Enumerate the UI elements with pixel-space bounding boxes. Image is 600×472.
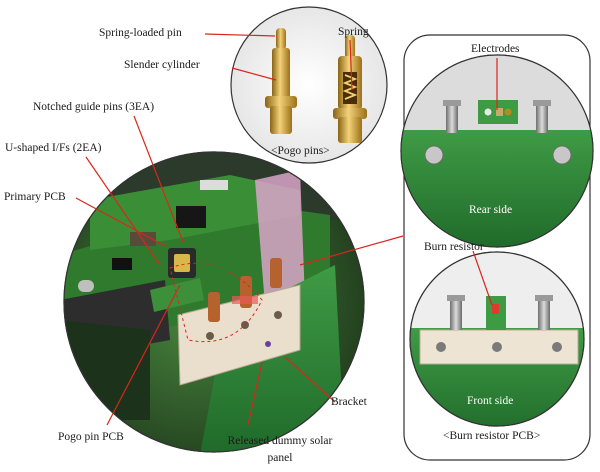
pogo-pins-inset: [230, 6, 388, 164]
pogo-pin-right-image: [333, 35, 367, 143]
label-u-shaped-ifs: U-shaped I/Fs (2EA): [5, 142, 102, 154]
label-released-dummy-panel-line1: Released dummy solar: [227, 435, 333, 447]
label-notched-guide-pins: Notched guide pins (3EA): [33, 101, 155, 113]
label-pogo-pin-pcb: Pogo pin PCB: [58, 431, 124, 443]
main-assembly-photo: [63, 151, 365, 453]
label-burn-resistor: Burn resistor: [424, 241, 484, 253]
label-primary-pcb: Primary PCB: [4, 191, 66, 203]
label-rear-side: Rear side: [469, 204, 513, 216]
label-spring-loaded-pin: Spring-loaded pin: [99, 27, 182, 39]
label-pogo-pins: <Pogo pins>: [271, 145, 330, 157]
label-bracket: Bracket: [331, 396, 367, 408]
label-front-side: Front side: [467, 395, 514, 407]
label-electrodes: Electrodes: [471, 43, 520, 55]
label-burn-resistor-pcb: <Burn resistor PCB>: [443, 430, 541, 442]
label-spring: Spring: [338, 26, 369, 38]
leader-lines: [75, 33, 498, 426]
label-slender-cylinder: Slender cylinder: [124, 59, 200, 71]
label-released-dummy-panel: Released dummy solar panel: [205, 435, 355, 465]
pogo-pin-left-image: [265, 28, 297, 134]
label-released-dummy-panel-line2: panel: [267, 452, 293, 464]
